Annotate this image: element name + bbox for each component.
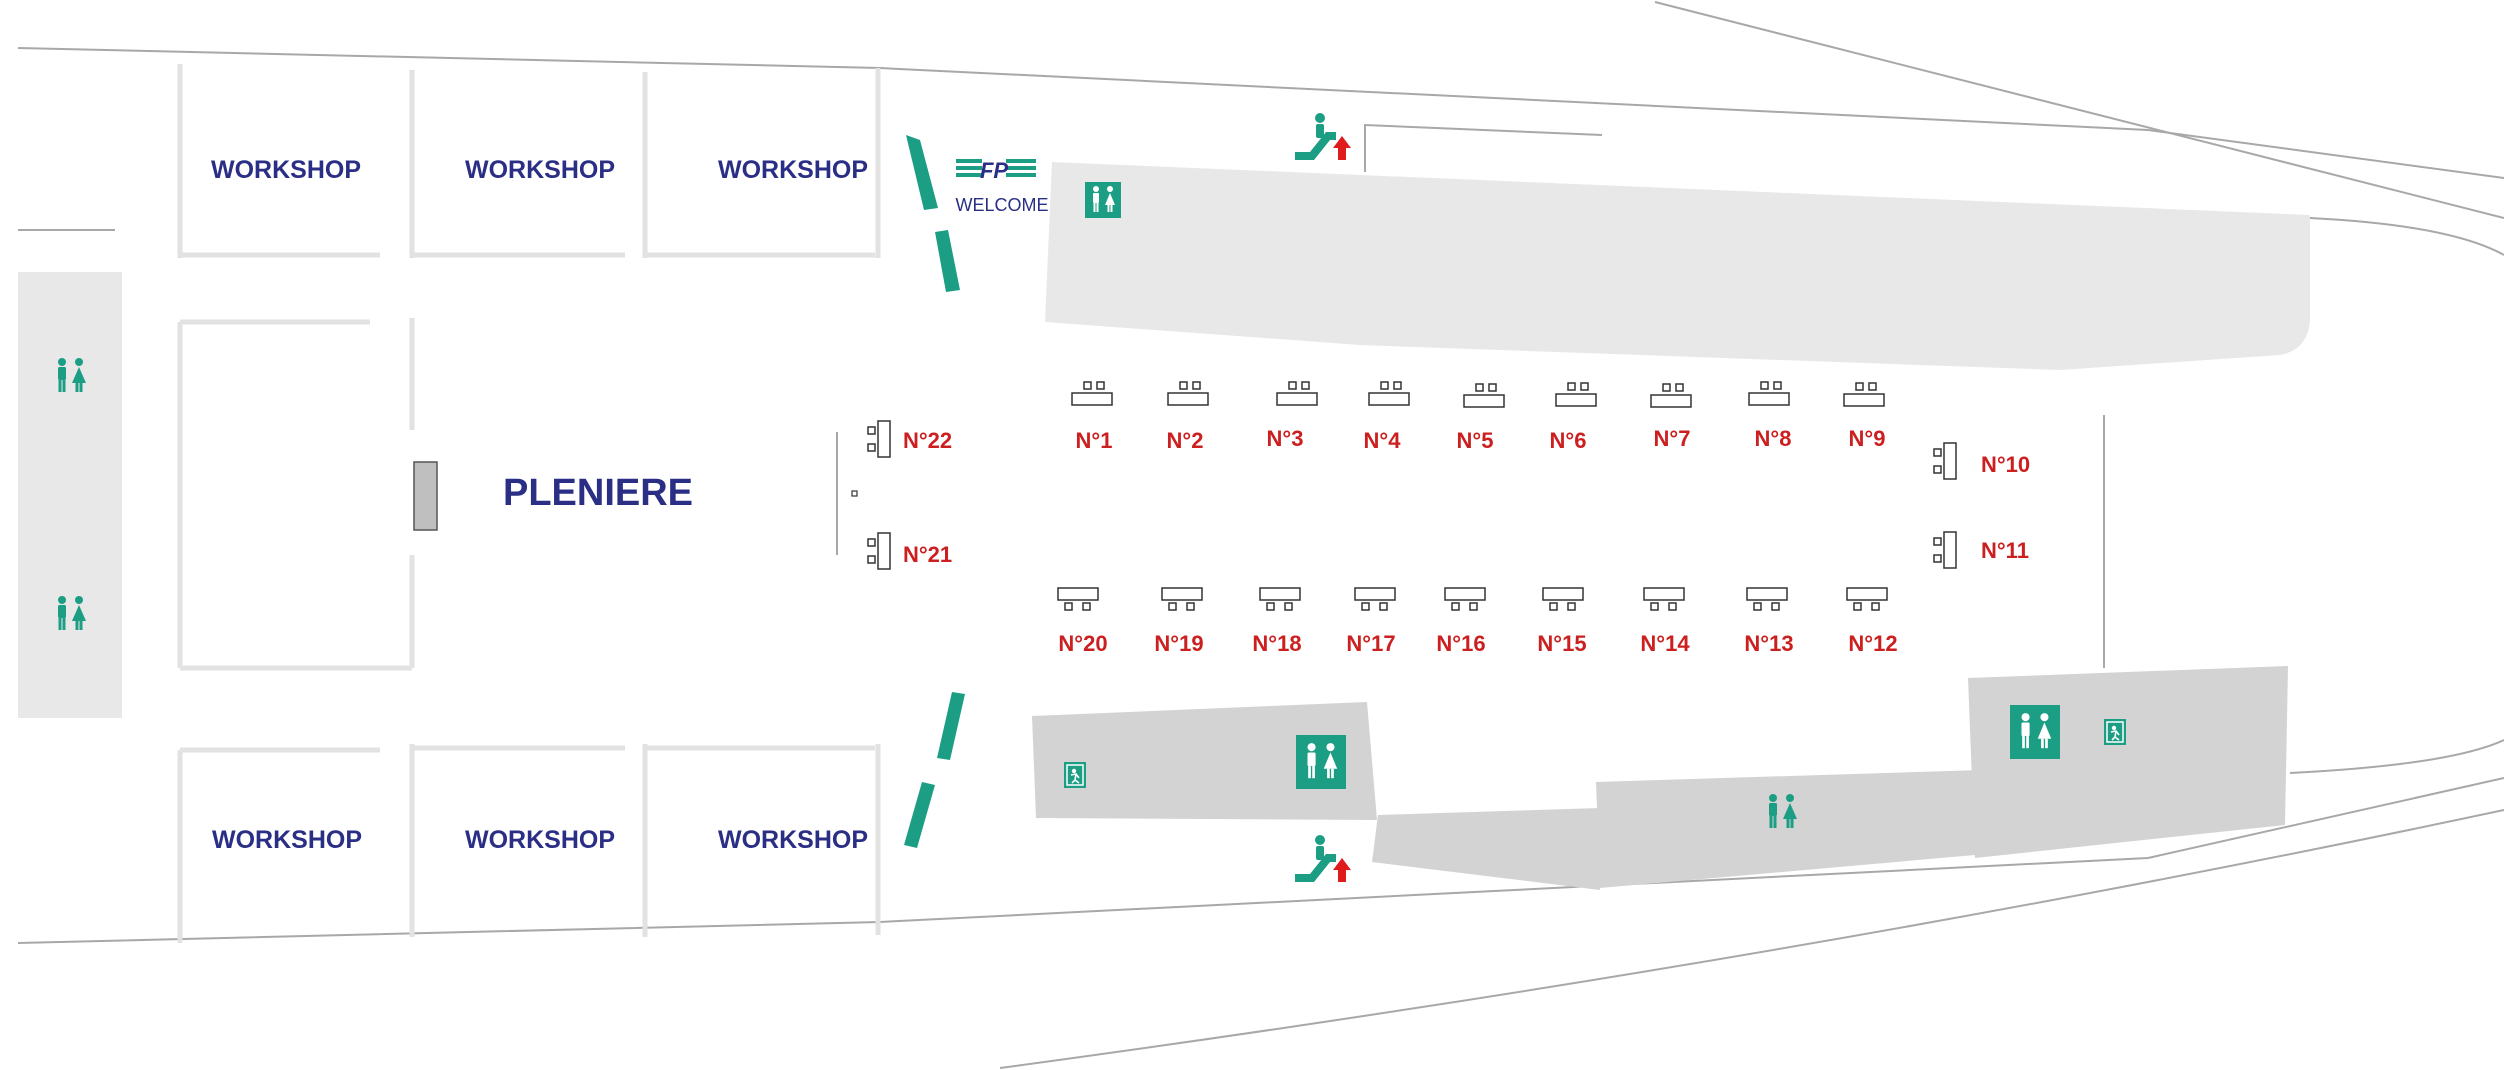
stand-label-6[interactable]: N°6 <box>1550 428 1587 453</box>
workshop-label-bottom-2: WORKSHOP <box>465 826 615 854</box>
bottom-left-service-zone <box>1032 702 1377 820</box>
restroom-icon <box>1083 180 1123 220</box>
stand-label-9[interactable]: N°9 <box>1849 426 1886 451</box>
door-top-1 <box>906 135 938 210</box>
workshop-label-bottom-1: WORKSHOP <box>212 826 362 854</box>
stands-side: N°22 N°21 N°10 N°11 <box>867 420 2030 570</box>
top-service-zone <box>1045 162 2310 370</box>
service-zones <box>18 162 2310 890</box>
stand-table <box>1463 383 1505 408</box>
stand-table <box>1354 587 1396 611</box>
stand-table <box>1846 587 1888 611</box>
stand-label-20[interactable]: N°20 <box>1058 631 1107 656</box>
stand-table <box>1650 383 1692 408</box>
stand-label-19[interactable]: N°19 <box>1154 631 1203 656</box>
emergency-exit-icon <box>1063 761 1087 789</box>
building-outline <box>17 1 2504 1069</box>
door-top-2 <box>935 230 960 292</box>
workshop-label-bottom-3: WORKSHOP <box>718 826 868 854</box>
stand-table <box>1167 381 1209 406</box>
stand-label-12[interactable]: N°12 <box>1848 631 1897 656</box>
welcome-logo-icon: FP <box>956 157 1036 183</box>
stand-label-1[interactable]: N°1 <box>1076 428 1113 453</box>
stand-label-5[interactable]: N°5 <box>1457 428 1494 453</box>
stand-label-13[interactable]: N°13 <box>1744 631 1793 656</box>
stand-table <box>1933 531 1957 569</box>
stand-label-4[interactable]: N°4 <box>1364 428 1402 453</box>
bottom-right-service-zone <box>1968 666 2288 858</box>
restroom-icons <box>58 180 2062 828</box>
escalator-up-icon <box>1295 113 1351 160</box>
workshop-label-top-3: WORKSHOP <box>718 156 868 184</box>
stand-table <box>1444 587 1486 611</box>
stand-table <box>1746 587 1788 611</box>
door-bottom-2 <box>904 782 935 848</box>
door-bottom-1 <box>937 692 965 760</box>
left-restroom-zone <box>18 272 122 718</box>
plenary-marker <box>851 490 858 497</box>
stand-label-16[interactable]: N°16 <box>1436 631 1485 656</box>
stand-table <box>1555 382 1597 407</box>
stand-table <box>1161 587 1203 611</box>
stand-table <box>867 532 891 570</box>
stand-label-7[interactable]: N°7 <box>1654 426 1691 451</box>
room-labels: WORKSHOP WORKSHOP WORKSHOP WORKSHOP WORK… <box>211 156 1049 854</box>
stand-label-8[interactable]: N°8 <box>1755 426 1792 451</box>
svg-text:FP: FP <box>980 158 1008 183</box>
stand-label-18[interactable]: N°18 <box>1252 631 1301 656</box>
workshop-label-top-2: WORKSHOP <box>465 156 615 184</box>
stand-table <box>1542 587 1584 611</box>
stand-table <box>1057 587 1099 611</box>
plenary-stage <box>413 461 438 531</box>
stand-label-15[interactable]: N°15 <box>1537 631 1586 656</box>
stand-table <box>1276 381 1318 406</box>
stand-label-14[interactable]: N°14 <box>1640 631 1690 656</box>
bottom-middle-service-zone <box>1596 770 1982 888</box>
stand-table <box>1748 381 1790 406</box>
stand-table <box>867 420 891 458</box>
restroom-icon <box>1294 733 1348 791</box>
stand-label-3[interactable]: N°3 <box>1267 426 1304 451</box>
stand-label-22[interactable]: N°22 <box>903 428 952 453</box>
stand-table <box>1259 587 1301 611</box>
stands-top-row: N°1 N°2 N°3 N°4 N°5 N°6 N°7 N°8 N°9 <box>1071 381 1886 453</box>
welcome-label: WELCOME <box>955 195 1048 215</box>
stand-table <box>1643 587 1685 611</box>
stand-table <box>1071 381 1113 406</box>
escalator-up-icon <box>1295 835 1351 882</box>
plenary-label: PLENIERE <box>503 472 693 514</box>
workshop-label-top-1: WORKSHOP <box>211 156 361 184</box>
stand-table <box>1843 382 1885 407</box>
stand-label-17[interactable]: N°17 <box>1346 631 1395 656</box>
stand-label-2[interactable]: N°2 <box>1167 428 1204 453</box>
room-walls <box>177 64 881 943</box>
stand-label-21[interactable]: N°21 <box>903 542 952 567</box>
stand-label-11[interactable]: N°11 <box>1981 538 2029 563</box>
stand-table <box>1368 381 1410 406</box>
stand-table <box>1933 442 1957 480</box>
stands-bottom-row: N°20 N°19 N°18 N°17 N°16 N°15 N°14 N°13 … <box>1057 587 1898 656</box>
bottom-corridor-zone <box>1372 808 1600 890</box>
restroom-icon <box>2008 703 2062 761</box>
stand-label-10[interactable]: N°10 <box>1981 452 2030 477</box>
emergency-exit-icon <box>2103 718 2127 746</box>
entrance-doors <box>904 135 965 848</box>
